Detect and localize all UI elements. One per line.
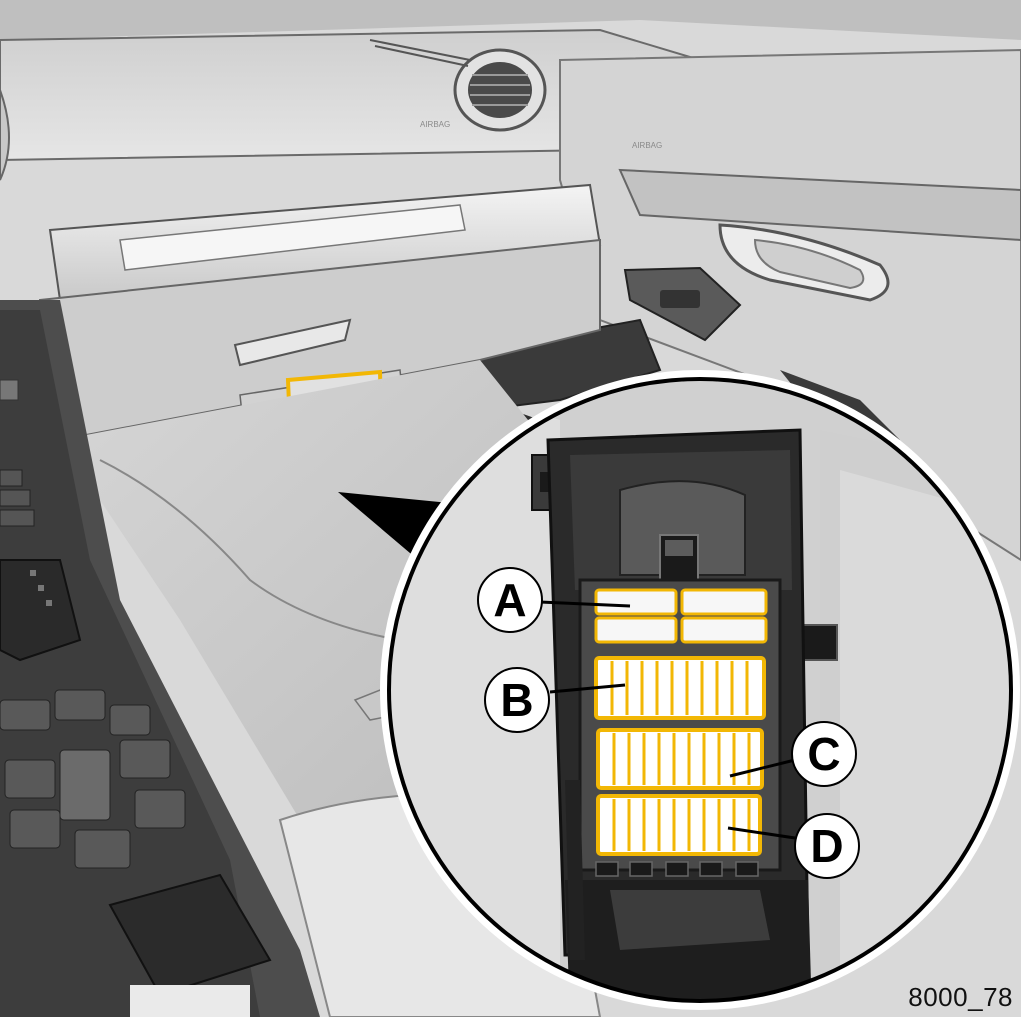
leader-line-c [729, 758, 796, 778]
fuse-row-b [594, 656, 766, 720]
airbag-label-right: AIRBAG [632, 141, 662, 150]
window-switch-button [660, 290, 700, 308]
leader-line-a [539, 600, 631, 608]
dash-trim-highlight [119, 204, 466, 271]
air-vent-louvers [468, 62, 532, 118]
cupholder [108, 873, 272, 997]
callout-c: C [791, 721, 857, 787]
door-trim-strip [618, 168, 1021, 242]
callout-b-label: B [500, 674, 533, 726]
airbag-label-left: AIRBAG [420, 120, 450, 129]
callout-b: B [484, 667, 550, 733]
console-buttons [0, 689, 186, 869]
detail-circle-outer [380, 370, 1020, 1010]
center-console-inner [0, 310, 260, 1017]
leader-line-b [549, 683, 626, 694]
glovebox-handle [233, 318, 352, 367]
fuse-row-c [596, 728, 764, 790]
callout-c-label: C [807, 728, 840, 780]
detail-circle-border [387, 377, 1013, 1003]
console-lid [130, 985, 250, 1017]
fuse-row-a [594, 588, 768, 644]
callout-d-label: D [810, 820, 843, 872]
figure-code: 8000_78 [908, 982, 1013, 1012]
left-vent [0, 89, 10, 181]
left-dash-controls [0, 379, 35, 527]
door-handle-recess [753, 238, 865, 290]
fuse-row-d [596, 794, 762, 856]
callout-a: A [477, 567, 543, 633]
callout-a-label: A [493, 574, 526, 626]
windshield-base [0, 0, 1021, 40]
callout-d: D [794, 813, 860, 879]
gear-selector [0, 559, 82, 662]
leader-line-d [727, 826, 796, 840]
